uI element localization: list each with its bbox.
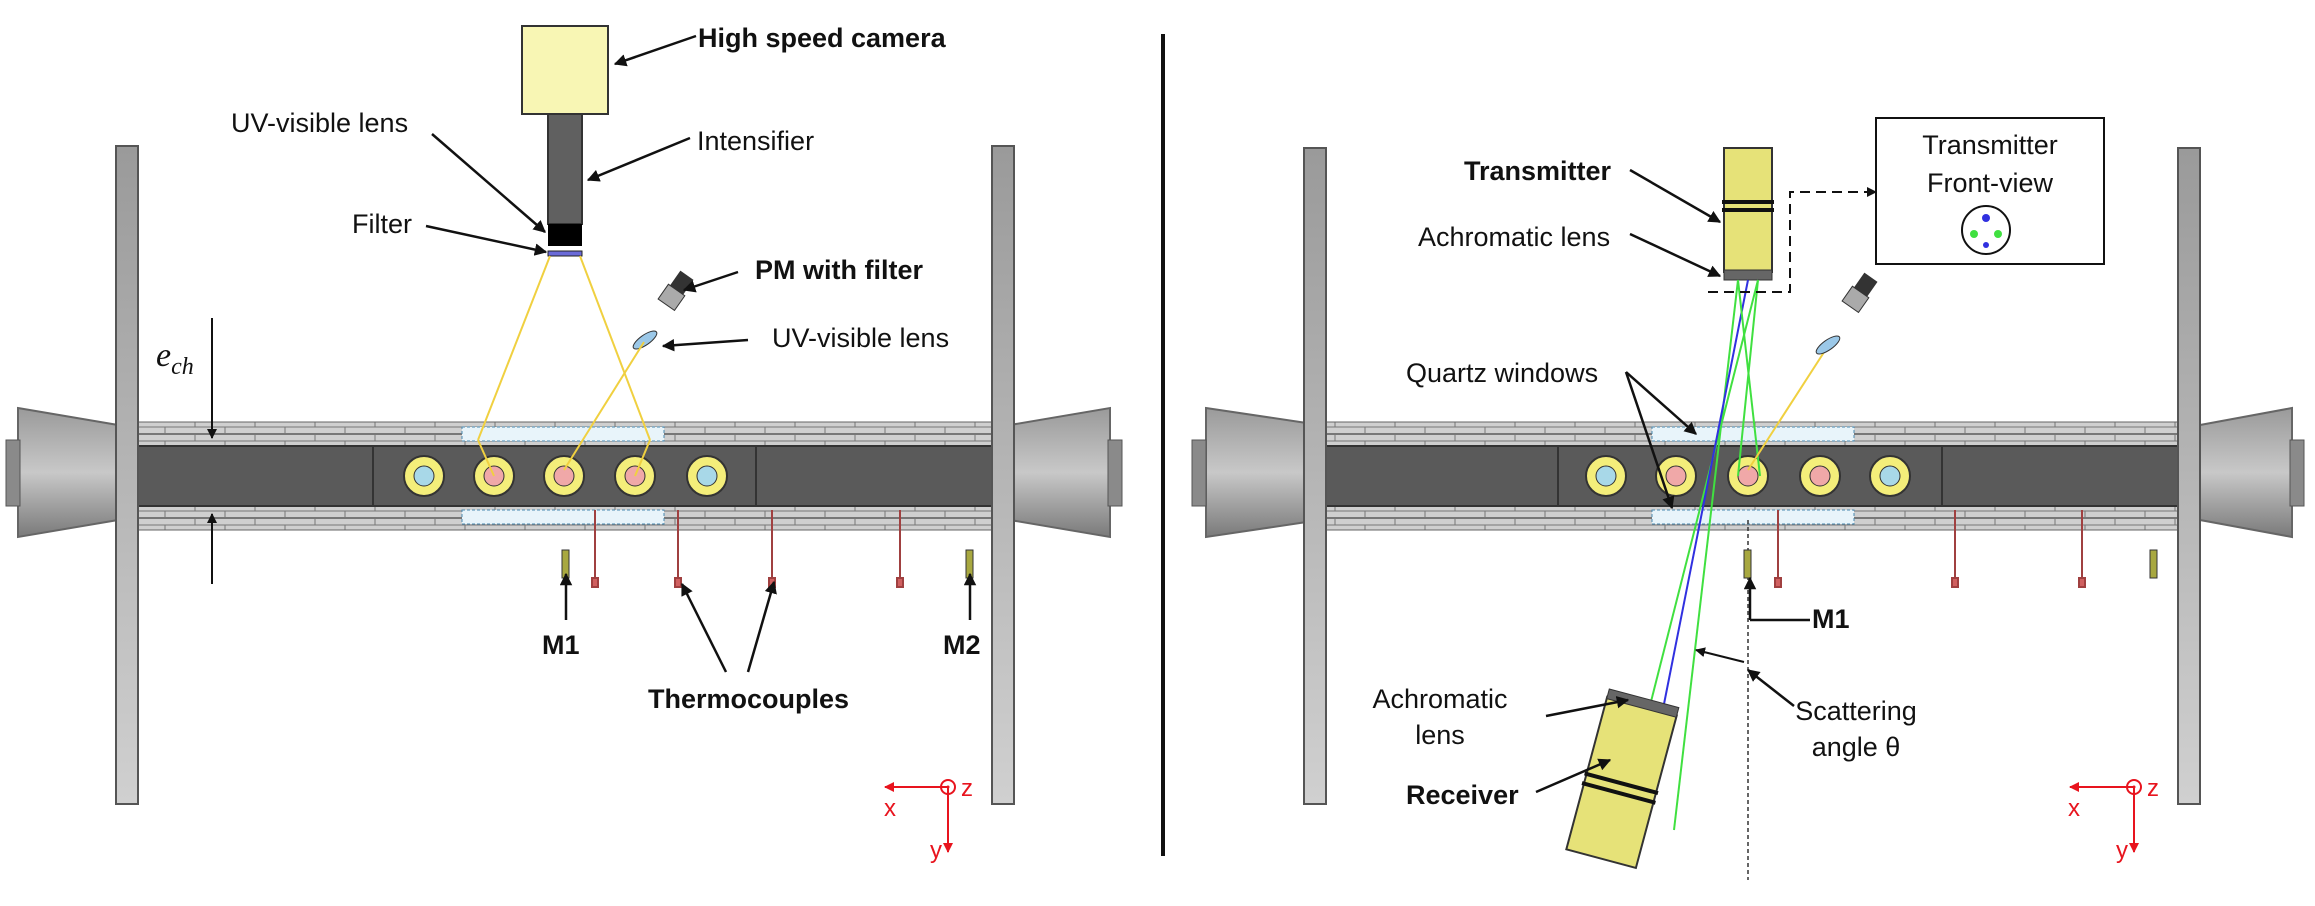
pm-with-filter-label: PM with filter [755, 255, 923, 285]
axis-indicator-left: x y z [884, 775, 973, 864]
right-frame-rail [991, 145, 1015, 805]
receiver-body [1565, 688, 1680, 870]
filter-element [547, 250, 583, 257]
m1-label-left: M1 [542, 630, 580, 660]
pm-with-filter-device [657, 270, 694, 312]
svg-text:y: y [930, 837, 942, 864]
injector-row-right [1585, 455, 1911, 497]
bottom-quartz-window-right [1651, 509, 1855, 525]
uv-lens-body [548, 224, 582, 246]
left-inlet-flange [5, 439, 21, 507]
achromatic-lens-bottom-label-line1: Achromatic [1372, 684, 1507, 714]
microphone-m1-right [1743, 549, 1752, 579]
left-frame-rail-right [1303, 147, 1327, 805]
microphone-m2-right [2149, 549, 2158, 579]
transmitter-label: Transmitter [1464, 156, 1612, 186]
scattering-angle-label-line2: angle θ [1812, 732, 1901, 762]
right-panel: Transmitter Front-view Transmitter Achro… [1191, 117, 2305, 880]
svg-text:z: z [961, 775, 973, 802]
top-quartz-window-right [1651, 426, 1855, 442]
axis-indicator-right: x y z [2068, 775, 2159, 864]
microphone-m2 [965, 549, 974, 579]
left-outlet-flange [1107, 439, 1123, 507]
right-inlet-nozzle [1205, 406, 1321, 539]
right-inlet-flange [1191, 439, 1207, 507]
channel-height-label: ech [156, 337, 194, 380]
pm-lens-right [1815, 335, 1841, 355]
high-speed-camera-body [521, 25, 609, 115]
intensifier-body [547, 113, 583, 225]
thermocouples-label: Thermocouples [648, 684, 849, 714]
achromatic-lens-top-label: Achromatic lens [1418, 222, 1610, 252]
achromatic-lens-top [1723, 269, 1773, 281]
front-view-aperture [1961, 205, 2011, 255]
pm-uv-lens [632, 330, 658, 350]
scattering-angle-label-line1: Scattering [1795, 696, 1917, 726]
left-inlet-nozzle [17, 406, 119, 539]
svg-text:z: z [2147, 775, 2159, 802]
microphone-m1 [561, 549, 570, 579]
injector-row [403, 455, 728, 497]
front-view-title-line2: Front-view [1927, 168, 2054, 198]
right-outlet-flange [2289, 439, 2305, 507]
m2-label: M2 [943, 630, 981, 660]
top-quartz-window [461, 426, 665, 442]
svg-text:x: x [2068, 795, 2080, 822]
achromatic-lens-bottom-label-line2: lens [1415, 720, 1465, 750]
thermocouples-right [1774, 510, 2086, 588]
front-view-title-line1: Transmitter [1922, 130, 2058, 160]
front-view-callout [1708, 187, 1877, 293]
svg-text:x: x [884, 795, 896, 822]
left-panel: ech High speed camera UV-visible lens In… [5, 23, 1123, 864]
quartz-windows-label: Quartz windows [1406, 358, 1598, 388]
pm-device-right [1841, 272, 1878, 314]
left-outlet-nozzle [1009, 406, 1111, 539]
high-speed-camera-label: High speed camera [698, 23, 947, 53]
uv-visible-lens-pm-label: UV-visible lens [772, 323, 949, 353]
receiver-label: Receiver [1406, 780, 1519, 810]
filter-label: Filter [352, 209, 412, 239]
left-frame-rail [115, 145, 139, 805]
intensifier-label: Intensifier [697, 126, 814, 156]
uv-visible-lens-camera-label: UV-visible lens [231, 108, 408, 138]
right-frame-rail-right [2177, 147, 2201, 805]
bottom-quartz-window [461, 509, 665, 525]
right-outlet-nozzle [2199, 406, 2293, 539]
svg-text:y: y [2116, 837, 2128, 864]
m1-label-right: M1 [1812, 604, 1850, 634]
